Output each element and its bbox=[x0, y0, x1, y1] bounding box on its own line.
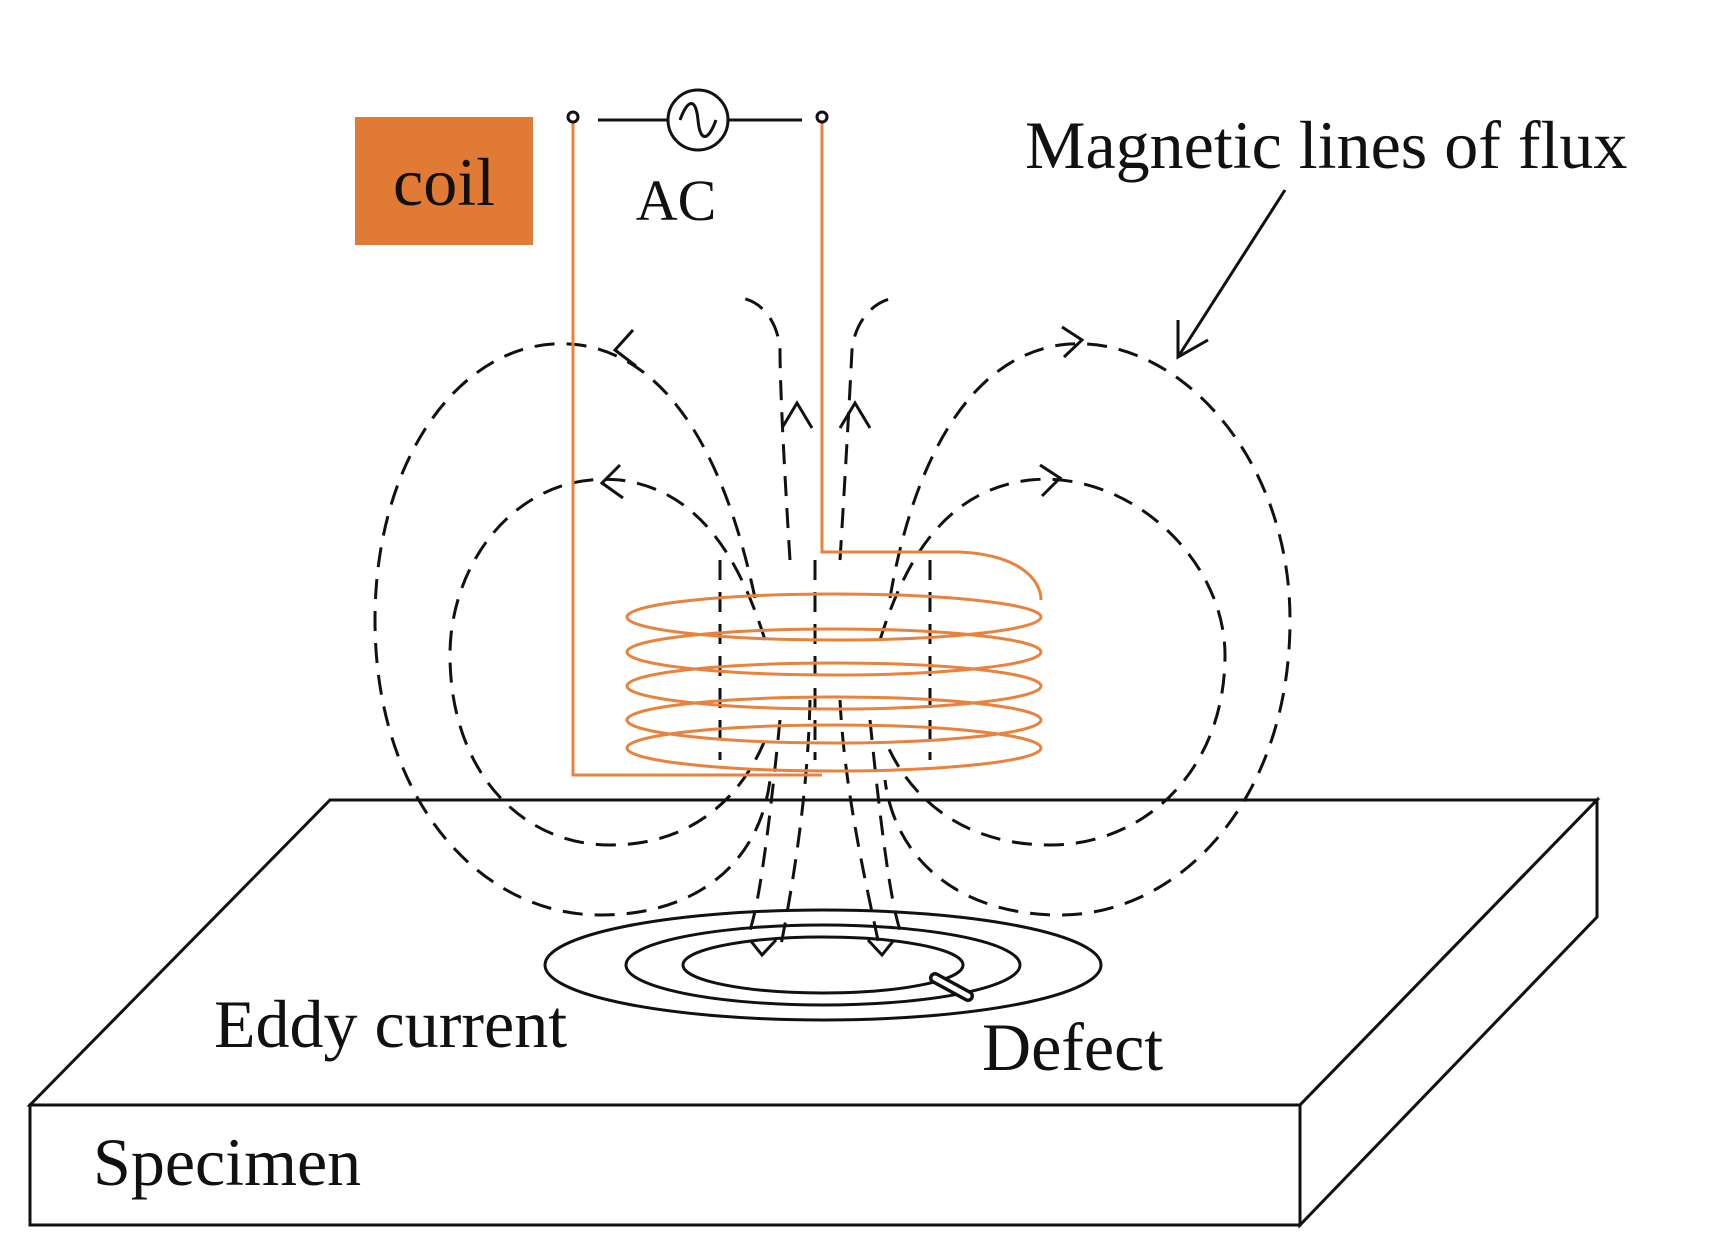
flux-center-down-4 bbox=[868, 719, 902, 931]
eddy-ring-inner bbox=[681, 935, 965, 995]
coil-lead-left bbox=[571, 120, 822, 777]
arrow-down-left bbox=[748, 938, 778, 958]
flux-center-down-3 bbox=[748, 719, 782, 931]
flux-pointer-head bbox=[1176, 320, 1209, 360]
coil bbox=[571, 120, 1043, 777]
coil-lead-right bbox=[820, 120, 960, 554]
flux-center-down-2 bbox=[838, 699, 882, 951]
flux-pointer-line bbox=[1176, 189, 1287, 358]
ac-sine-icon bbox=[678, 102, 718, 138]
arrow-center-left bbox=[780, 400, 814, 429]
eddy-current-rings bbox=[543, 908, 1103, 1022]
specimen-label: Specimen bbox=[93, 1124, 361, 1200]
arrow-down-right bbox=[866, 938, 896, 958]
eddy-current-label: Eddy current bbox=[214, 986, 567, 1062]
specimen-side-face bbox=[1298, 796, 1599, 1229]
flux-pointer bbox=[1176, 189, 1287, 360]
flux-loop-left-inner bbox=[448, 477, 767, 847]
specimen-block bbox=[26, 796, 1601, 1229]
coil-label-box bbox=[355, 117, 533, 245]
ac-source-icon bbox=[666, 88, 730, 152]
flux-loop-right-outer bbox=[883, 342, 1292, 917]
coil-turn-1 bbox=[625, 592, 1043, 642]
flux-center-down-1 bbox=[778, 699, 812, 951]
ac-label: AC bbox=[636, 168, 717, 233]
coil-turn-3 bbox=[625, 661, 1043, 711]
arrow-left-outer bbox=[612, 328, 637, 368]
coil-top-sweep bbox=[959, 550, 1043, 601]
flux-center-right-1 bbox=[838, 296, 896, 561]
defect-label: Defect bbox=[982, 1009, 1163, 1085]
arrow-right-outer bbox=[1061, 325, 1085, 359]
eddy-ring-outer bbox=[543, 908, 1103, 1022]
coil-turn-5 bbox=[625, 723, 1043, 773]
coil-turn-4 bbox=[625, 695, 1043, 745]
coil-label: coil bbox=[393, 144, 495, 220]
flux-loop-right-inner bbox=[878, 477, 1227, 847]
arrow-left-inner bbox=[599, 463, 624, 500]
eddy-ring-middle bbox=[624, 923, 1022, 1007]
ac-terminal-left bbox=[566, 110, 580, 124]
arrow-center-right bbox=[838, 400, 872, 429]
defect-mark bbox=[929, 972, 974, 1002]
ac-terminal-right bbox=[815, 110, 829, 124]
ac-source bbox=[566, 88, 829, 152]
flux-loop-left-outer bbox=[373, 342, 772, 917]
arrow-right-inner bbox=[1039, 463, 1063, 498]
flux-label: Magnetic lines of flux bbox=[1025, 107, 1627, 183]
coil-turn-2 bbox=[625, 627, 1043, 677]
flux-center-left-1 bbox=[739, 296, 792, 561]
flux-arrowheads bbox=[599, 325, 1085, 958]
